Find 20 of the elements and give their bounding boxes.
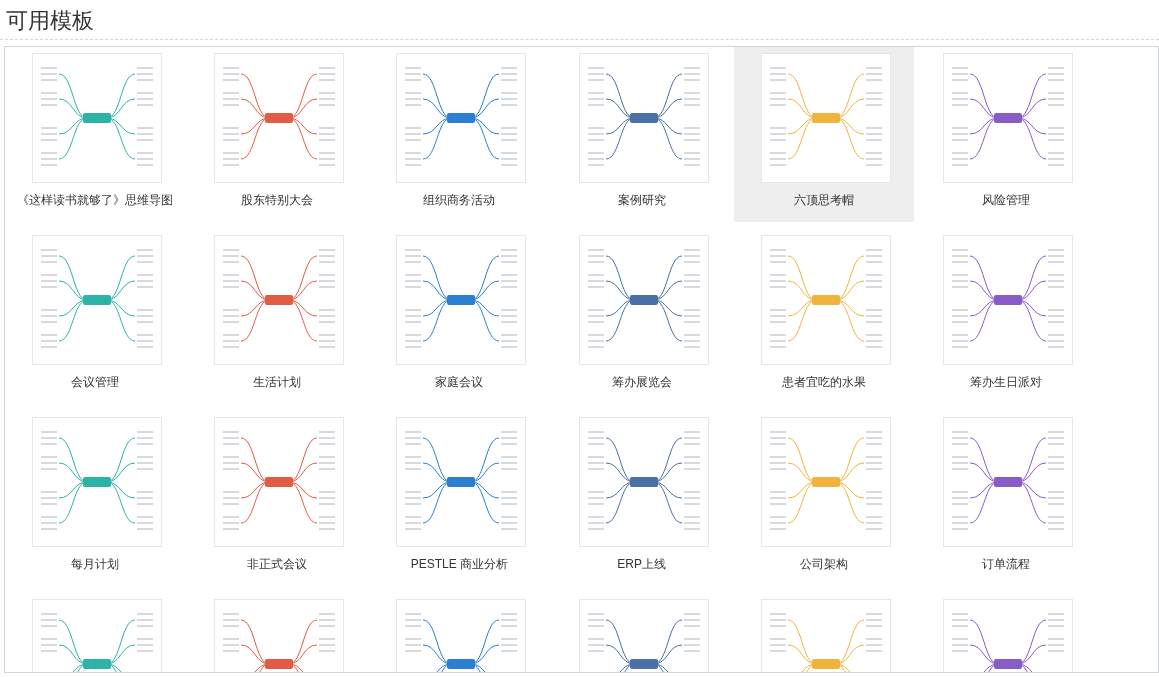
template-card (733, 47, 914, 222)
template-caption: 订单流程 (981, 556, 1031, 573)
template-caption: ERP上线 (616, 556, 667, 573)
page-title: 可用模板 (6, 7, 94, 35)
template-caption: 筹办展览会 (610, 374, 673, 391)
template-caption: 风险管理 (981, 192, 1031, 209)
template-caption: 家庭会议 (434, 374, 485, 391)
template-caption: 《这样读书就够了》思维导图 (16, 192, 174, 209)
template-caption: 非正式会议 (246, 556, 309, 573)
template-caption: 生活计划 (252, 374, 303, 391)
template-caption: 会议管理 (70, 374, 120, 391)
template-caption: 案例研究 (616, 192, 667, 209)
template-caption: 患者宜吃的水果 (780, 374, 867, 391)
template-caption: 股东特别大会 (240, 192, 315, 209)
template-caption: 筹办生日派对 (969, 374, 1043, 391)
template-caption: 组织商务活动 (422, 192, 497, 209)
template-caption: 公司架构 (798, 556, 849, 573)
template-caption: 六顶思考帽 (792, 192, 855, 209)
template-caption: 每月计划 (70, 556, 120, 573)
template-caption: PESTLE 商业分析 (409, 556, 510, 573)
